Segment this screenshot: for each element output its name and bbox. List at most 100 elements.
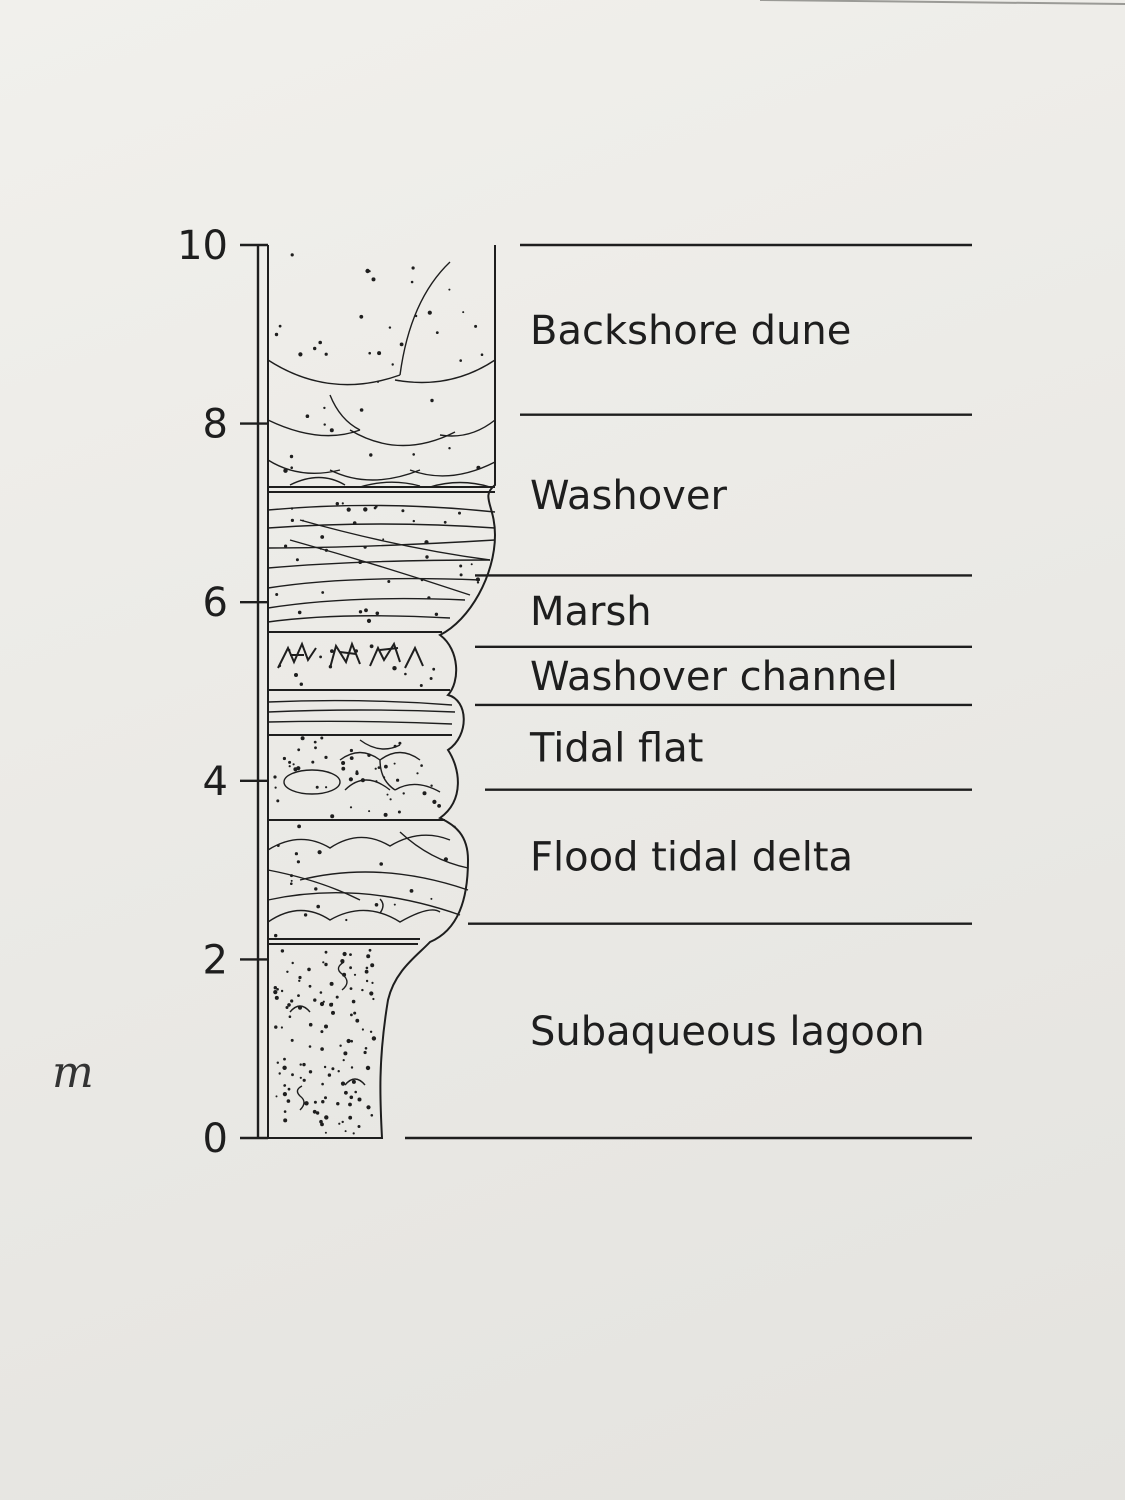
sand-grain-dot [300,736,305,741]
sand-grain-dot [393,903,396,906]
sand-grain-dot [412,519,415,523]
sand-grain-dot [351,999,356,1004]
lithology-column [267,245,497,1139]
sand-grain-dot [349,806,353,809]
sand-grain-dot [346,507,351,512]
sand-grain-dot [437,804,441,808]
sand-grain-dot [365,1065,371,1071]
sand-grain-dot [287,1003,291,1007]
sand-grain-dot [328,665,333,669]
sand-grain-dot [401,509,405,513]
sand-grain-dot [389,798,392,801]
sand-grain-dot [348,777,353,782]
sand-grain-dot [323,406,326,410]
sand-grain-dot [327,1073,332,1077]
sand-grain-dot [459,564,463,568]
sand-grain-dot [324,950,328,954]
sand-grain-dot [283,1084,287,1087]
sand-grain-dot [353,973,357,976]
sand-grain-dot [297,994,300,997]
sand-grain-dot [273,986,277,990]
sand-grain-dot [274,786,277,789]
sand-grain-dot [321,1082,324,1086]
sand-grain-dot [291,961,294,965]
sand-grain-dot [314,887,318,891]
unit-name-label: Flood tidal delta [530,835,853,881]
sand-grain-dot [324,352,328,356]
sand-grain-dot [297,610,302,615]
sand-grain-dot [274,995,279,1000]
sand-grain-dot [374,767,377,770]
sand-grain-dot [459,573,463,577]
sand-grain-dot [284,544,288,548]
sand-grain-dot [324,755,328,760]
sand-grain-dot [299,1076,302,1079]
sand-grain-dot [296,766,301,771]
sand-grain-dot [399,342,404,347]
sand-grain-dot [370,963,375,968]
sand-grain-dot [274,1025,278,1029]
sand-grain-dot [360,778,365,783]
sand-grain-dot [359,314,364,319]
sand-grain-dot [336,1102,340,1106]
sand-grain-dot [335,502,339,506]
sand-grain-dot [474,324,478,328]
sand-grain-dot [391,363,394,366]
sand-grain-dot [364,969,369,974]
sand-grain-dot [278,664,282,668]
sand-grain-dot [278,324,282,328]
sand-grain-dot [361,988,364,992]
layer-boundaries [268,486,495,945]
unit-name-label: Tidal flat [529,725,703,771]
sand-grain-dot [462,311,465,314]
sand-grain-dot [308,1022,313,1027]
sand-grain-dot [373,506,377,510]
sand-grain-dot [324,1024,328,1029]
sand-grain-dot [324,962,328,967]
sand-grain-dot [298,352,303,357]
sand-grain-dot [420,578,424,582]
sand-grain-dot [278,1072,281,1075]
sand-grain-dot [365,268,370,274]
sand-grain-dot [369,453,373,457]
sand-grain-dot [340,1081,346,1086]
sand-grain-dot [350,1039,354,1043]
sand-grain-dot [383,776,386,779]
sand-grain-dot [288,648,291,652]
sand-grain-dot [363,507,368,512]
sand-grain-dot [341,761,346,765]
sand-grain-dot [323,1065,327,1069]
axis-unit-label: m [52,1047,94,1098]
sand-grain-dot [282,1092,287,1097]
sand-grain-dot [351,1079,356,1084]
marsh-roots [277,641,424,669]
sand-grain-dot [430,398,434,403]
sand-stipple [273,253,484,1135]
sand-grain-dot [276,1061,279,1064]
dune-cross-bedding [267,261,496,488]
sand-grain-dot [375,780,378,783]
sand-grain-dot [330,814,335,819]
sand-grain-dot [368,810,371,813]
sand-grain-dot [342,951,347,957]
sand-grain-dot [430,897,433,900]
sand-grain-dot [419,684,423,687]
sand-grain-dot [409,889,414,893]
sand-grain-dot [371,277,376,282]
sand-grain-dot [364,608,368,613]
sand-grain-dot [282,1065,287,1071]
sand-grain-dot [357,1125,361,1128]
sand-grain-dot [458,511,461,515]
sand-grain-dot [370,1114,374,1117]
sand-grain-dot [319,1001,325,1007]
sand-grain-dot [324,1096,327,1100]
sand-grain-dot [308,1045,312,1048]
sand-grain-dot [376,380,380,383]
sand-grain-dot [349,953,352,956]
sand-grain-dot [330,1002,334,1006]
sand-grain-dot [425,555,429,559]
sand-grain-dot [289,454,294,459]
sand-grain-dot [393,744,397,748]
sand-grain-dot [355,771,359,776]
